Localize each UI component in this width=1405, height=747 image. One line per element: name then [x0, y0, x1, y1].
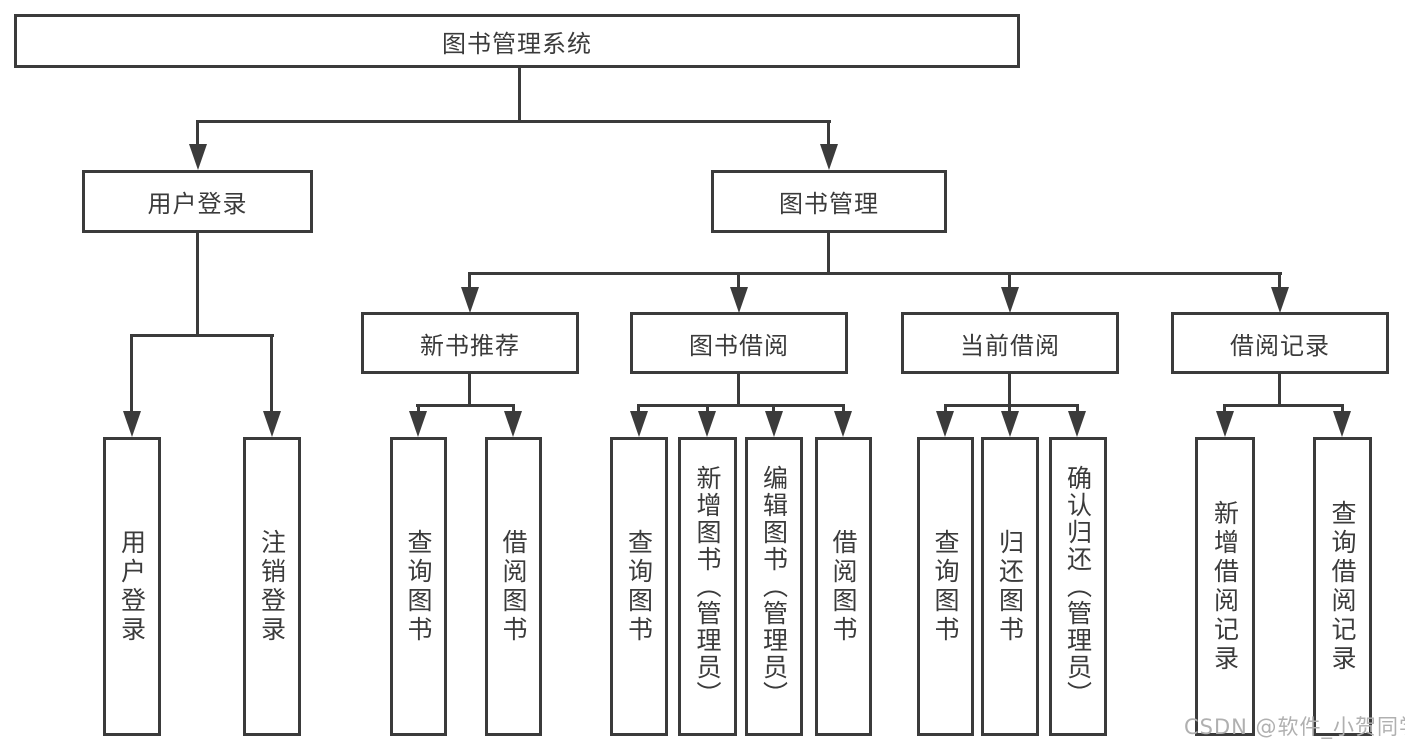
- connector-to-bb-borrow: [842, 404, 845, 413]
- connector-cb-split: [944, 404, 1079, 407]
- connector-to-bb-edit: [772, 404, 775, 413]
- node-root: 图书管理系统: [14, 14, 1020, 68]
- node-bb-edit-book-label: 编辑图书（管理员）: [759, 465, 789, 708]
- node-bb-add-book: 新增图书（管理员）: [678, 437, 737, 736]
- connector-to-cb-confirm: [1076, 404, 1079, 413]
- arrowhead-user-login-leaf: [123, 411, 141, 437]
- node-cb-confirm-return-label: 确认归还（管理员）: [1063, 465, 1093, 708]
- node-user-login-label: 用户登录: [147, 190, 248, 218]
- connector-to-book-borrow: [737, 272, 740, 289]
- node-root-label: 图书管理系统: [442, 29, 592, 58]
- node-book-management-label: 图书管理: [779, 190, 879, 218]
- arrowhead-cb-query: [936, 411, 954, 437]
- connector-to-br-query: [1341, 404, 1344, 413]
- node-bb-borrow-book: 借阅图书: [815, 437, 872, 736]
- node-user-login-leaf-label: 用户登录: [117, 528, 147, 645]
- arrowhead-bb-add: [698, 411, 716, 437]
- connector-to-borrow-records: [1278, 272, 1281, 289]
- arrowhead-book-management: [820, 144, 838, 170]
- connector-nbr-stem: [468, 374, 471, 407]
- node-br-query-record-label: 查询借阅记录: [1328, 499, 1357, 674]
- connector-to-cb-query: [944, 404, 947, 413]
- connector-br-split: [1223, 404, 1344, 407]
- node-bb-query-book: 查询图书: [610, 437, 668, 736]
- node-book-management: 图书管理: [711, 170, 947, 233]
- arrowhead-bb-borrow: [834, 411, 852, 437]
- arrowhead-br-add: [1216, 411, 1234, 437]
- connector-root-stem: [518, 68, 521, 122]
- connector-bb-split: [637, 404, 845, 407]
- node-current-borrow: 当前借阅: [901, 312, 1119, 374]
- node-nbr-query-book: 查询图书: [390, 437, 447, 736]
- connector-level1-split: [196, 120, 831, 123]
- arrowhead-new-book-recommend: [461, 287, 479, 313]
- node-logout-leaf-label: 注销登录: [257, 528, 287, 645]
- node-user-login: 用户登录: [82, 170, 313, 233]
- node-borrow-records-label: 借阅记录: [1230, 331, 1330, 360]
- connector-to-nbr-query: [417, 404, 420, 413]
- connector-to-user-login-leaf: [130, 334, 133, 413]
- arrowhead-user-login: [189, 144, 207, 170]
- node-bb-query-book-label: 查询图书: [624, 528, 654, 645]
- arrowhead-current-borrow: [1001, 287, 1019, 313]
- arrowhead-bb-query: [630, 411, 648, 437]
- node-cb-confirm-return: 确认归还（管理员）: [1049, 437, 1107, 736]
- arrowhead-cb-confirm: [1068, 411, 1086, 437]
- connector-to-bb-query: [637, 404, 640, 413]
- arrowhead-bb-edit: [765, 411, 783, 437]
- node-logout-leaf: 注销登录: [243, 437, 301, 736]
- arrowhead-book-borrow: [730, 287, 748, 313]
- arrowhead-nbr-query: [409, 411, 427, 437]
- node-br-add-record-label: 新增借阅记录: [1210, 499, 1240, 674]
- connector-level2-split: [468, 272, 1282, 275]
- csdn-watermark: CSDN @软件_小贺同学: [1184, 715, 1405, 739]
- node-br-add-record: 新增借阅记录: [1195, 437, 1255, 736]
- node-user-login-leaf: 用户登录: [103, 437, 161, 736]
- node-book-borrow-label: 图书借阅: [689, 331, 789, 360]
- node-book-borrow: 图书借阅: [630, 312, 848, 374]
- node-cb-query-book: 查询图书: [917, 437, 974, 736]
- connector-to-user-login: [196, 120, 199, 146]
- node-borrow-records: 借阅记录: [1171, 312, 1389, 374]
- connector-user-login-split: [130, 334, 274, 337]
- connector-to-logout-leaf: [270, 334, 273, 413]
- connector-to-bb-add: [706, 404, 709, 413]
- connector-bb-stem: [737, 374, 740, 407]
- node-cb-query-book-label: 查询图书: [931, 528, 960, 645]
- node-nbr-borrow-book-label: 借阅图书: [499, 528, 528, 645]
- node-cb-return-book: 归还图书: [981, 437, 1039, 736]
- node-new-book-recommend: 新书推荐: [361, 312, 579, 374]
- connector-cb-stem: [1008, 374, 1011, 407]
- node-current-borrow-label: 当前借阅: [960, 331, 1060, 360]
- node-br-query-record: 查询借阅记录: [1313, 437, 1372, 736]
- node-new-book-recommend-label: 新书推荐: [420, 331, 520, 360]
- connector-to-current-borrow: [1008, 272, 1011, 289]
- node-cb-return-book-label: 归还图书: [995, 528, 1025, 645]
- connector-book-management-stem: [827, 233, 830, 274]
- arrowhead-nbr-borrow: [504, 411, 522, 437]
- connector-br-stem: [1278, 374, 1281, 407]
- node-nbr-query-book-label: 查询图书: [404, 528, 433, 645]
- connector-to-book-management: [827, 120, 830, 146]
- arrowhead-br-query: [1333, 411, 1351, 437]
- node-bb-edit-book: 编辑图书（管理员）: [745, 437, 803, 736]
- arrowhead-borrow-records: [1271, 287, 1289, 313]
- node-bb-borrow-book-label: 借阅图书: [829, 528, 858, 645]
- arrowhead-logout-leaf: [263, 411, 281, 437]
- node-nbr-borrow-book: 借阅图书: [485, 437, 542, 736]
- connector-to-nbr-borrow: [512, 404, 515, 413]
- arrowhead-cb-return: [1001, 411, 1019, 437]
- connector-user-login-stem: [196, 233, 199, 336]
- connector-to-new-book-recommend: [468, 272, 471, 289]
- connector-to-br-add: [1223, 404, 1226, 413]
- connector-nbr-split: [416, 404, 515, 407]
- node-bb-add-book-label: 新增图书（管理员）: [693, 465, 722, 708]
- connector-to-cb-return: [1008, 404, 1011, 413]
